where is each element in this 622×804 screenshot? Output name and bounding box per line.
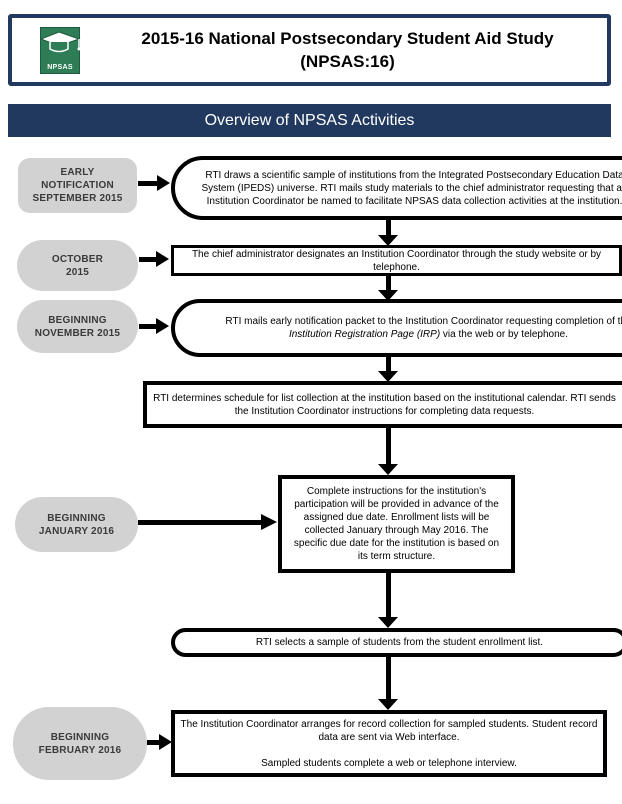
timeline-label-january-2016: BEGINNING JANUARY 2016 [15, 497, 138, 552]
npsas-logo: NPSAS [39, 27, 81, 74]
flow-box-text: RTI draws a scientific sample of institu… [201, 169, 622, 207]
arrow-down-1 [386, 220, 391, 235]
flow-box-text: The chief administrator designates an In… [191, 248, 602, 273]
arrowhead-step7 [159, 734, 172, 750]
text-segment: RTI mails early notification packet to t… [225, 316, 622, 327]
arrowhead-down-4 [378, 464, 398, 475]
flow-box-text: RTI selects a sample of students from th… [255, 637, 544, 648]
flow-box-step6: RTI selects a sample of students from th… [171, 628, 622, 657]
label-line: JANUARY 2016 [38, 525, 115, 537]
section-banner: Overview of NPSAS Activities [8, 104, 611, 137]
timeline-label-september-2015: EARLY NOTIFICATION SEPTEMBER 2015 [18, 158, 137, 213]
flow-box-step4: RTI determines schedule for list collect… [143, 381, 622, 428]
arrow-down-2 [386, 276, 391, 290]
arrow-step5 [138, 520, 262, 525]
text-segment-italic: Institution Registration Page (IRP) [288, 329, 441, 340]
arrowhead-down-6 [378, 699, 398, 710]
flow-box-step2: The chief administrator designates an In… [171, 245, 622, 276]
arrowhead-step2 [156, 251, 169, 267]
label-line: SEPTEMBER 2015 [32, 193, 123, 204]
arrow-down-5 [386, 573, 391, 617]
page-title-line1: 2015-16 National Postsecondary Student A… [141, 29, 554, 48]
label-line: NOTIFICATION [41, 180, 114, 191]
arrowhead-down-3 [378, 371, 398, 382]
header: NPSAS 2015-16 National Postsecondary Stu… [8, 14, 611, 86]
label-line: BEGINNING [47, 512, 106, 524]
arrowhead-down-2 [378, 290, 398, 301]
flow-box-text: RTI mails early notification packet to t… [215, 315, 622, 341]
page-title-line2: (NPSAS:16) [300, 52, 395, 71]
flow-box-step5: Complete instructions for the institutio… [278, 475, 515, 573]
section-banner-title: Overview of NPSAS Activities [204, 111, 415, 129]
arrowhead-down-5 [378, 617, 398, 628]
arrow-step3 [139, 324, 157, 329]
label-line: EARLY [60, 167, 95, 178]
page-title: 2015-16 National Postsecondary Student A… [98, 18, 597, 82]
arrowhead-step3 [156, 318, 169, 334]
arrow-down-4 [386, 428, 391, 464]
arrow-step7 [147, 740, 160, 745]
flow-box-step1: RTI draws a scientific sample of institu… [171, 156, 622, 220]
arrowhead-down-1 [378, 235, 398, 246]
timeline-label-november-2015: BEGINNING NOVEMBER 2015 [17, 300, 138, 353]
arrow-down-6 [386, 657, 391, 699]
arrow-down-3 [386, 357, 391, 371]
flow-box-text: The Institution Coordinator arranges for… [180, 718, 598, 743]
text-segment: via the web or by telephone. [440, 329, 569, 340]
arrow-step1 [138, 181, 158, 186]
arrowhead-step1 [157, 175, 170, 191]
flow-box-text: Sampled students complete a web or telep… [261, 757, 517, 769]
timeline-label-october-2015: OCTOBER 2015 [17, 240, 138, 291]
arrow-step2 [139, 257, 157, 262]
logo-label: NPSAS [47, 64, 73, 71]
label-line: OCTOBER [51, 253, 104, 265]
label-line: FEBRUARY 2016 [38, 744, 122, 756]
arrowhead-step5 [261, 514, 277, 530]
flow-box-step3: RTI mails early notification packet to t… [171, 299, 622, 357]
flow-box-step7: The Institution Coordinator arranges for… [171, 710, 607, 777]
flow-box-text: Complete instructions for the institutio… [293, 486, 500, 562]
flow-box-text: RTI determines schedule for list collect… [153, 392, 616, 417]
label-line: 2015 [65, 266, 90, 278]
label-line: NOVEMBER 2015 [34, 327, 121, 339]
label-line: BEGINNING [48, 314, 107, 326]
label-line: BEGINNING [50, 731, 110, 743]
graduation-cap-icon [39, 31, 81, 53]
timeline-label-february-2016: BEGINNING FEBRUARY 2016 [13, 707, 147, 780]
